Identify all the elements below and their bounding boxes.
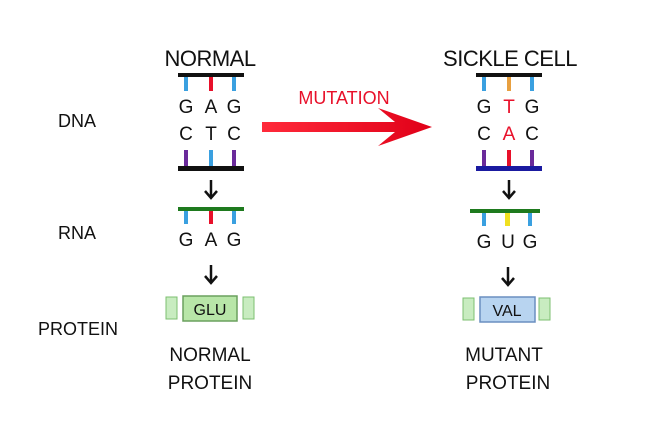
normal-dna-tick-c2 [232,150,236,166]
sickle-dna-bottom-3: C [525,124,539,145]
sickle-dna-top-2: T [503,97,515,118]
normal-dna-bottom-1: C [179,124,193,145]
sickle-dna-bottom-1: C [477,124,491,145]
sickle-dna-tick-a [507,150,511,166]
normal-protein-right-flank [242,296,255,320]
normal-dna: G A G C T C [178,73,244,171]
sickle-dna-top-3: G [525,97,540,118]
dna-label: DNA [58,111,96,131]
sickle-rna-3: G [523,232,538,253]
normal-rna-tick-a [209,211,213,224]
glu-box [182,295,238,322]
normal-dna-tick-t [209,150,213,166]
normal-dna-tick-a [209,77,213,91]
sickle-rna-tick-g [482,213,486,226]
normal-dna-top-2: A [205,97,218,118]
sickle-dna-top-1: G [477,97,492,118]
normal-rna-2: A [205,230,218,251]
val-box [479,296,536,323]
sickle-title: SICKLE CELL [443,46,577,71]
normal-dna-tick-g [184,77,188,91]
normal-dna-top-3: G [227,97,242,118]
sickle-protein-right-flank [538,297,551,321]
mutation-label: MUTATION [298,88,389,108]
sickle-protein-left-flank [462,297,475,321]
sickle-caption-2: PROTEIN [466,373,550,394]
sickle-dna-tick-g2 [530,77,534,91]
sickle-caption-1: MUTANT [465,345,543,366]
normal-rna-tick-g2 [232,211,236,224]
normal-down-arrow-2 [204,265,218,285]
sickle-rna-tick-g2 [528,213,532,226]
glu-label: GLU [194,302,227,319]
val-label: VAL [492,303,521,320]
normal-dna-top-1: G [179,97,194,118]
normal-dna-top-backbone [178,73,244,77]
sickle-dna-bottom-2: A [503,124,516,145]
normal-rna-backbone [178,207,244,211]
sickle-dna: G T G C A C [476,73,542,171]
normal-dna-bottom-backbone [178,166,244,171]
protein-label: PROTEIN [38,319,118,339]
normal-rna: G A G [178,207,244,251]
sickle-dna-tick-c [482,150,486,166]
normal-down-arrow-1 [204,180,218,200]
sickle-rna-1: G [477,232,492,253]
rna-label: RNA [58,223,96,243]
normal-protein: GLU [165,295,255,322]
normal-dna-tick-g2 [232,77,236,91]
sickle-dna-tick-t [507,77,511,91]
sickle-dna-tick-g [482,77,486,91]
sickle-rna-2: U [501,232,515,253]
normal-rna-3: G [227,230,242,251]
normal-rna-1: G [179,230,194,251]
sickle-rna-tick-u [505,213,510,226]
normal-title: NORMAL [164,46,255,71]
sickle-down-arrow-2 [501,267,515,287]
sickle-dna-tick-c2 [530,150,534,166]
normal-dna-bottom-2: T [205,124,217,145]
normal-caption-1: NORMAL [169,345,250,366]
normal-caption-2: PROTEIN [168,373,252,394]
normal-protein-left-flank [165,296,178,320]
normal-rna-tick-g [184,211,188,224]
mutation-arrow [262,108,432,146]
normal-dna-tick-c [184,150,188,166]
sickle-dna-bottom-backbone [476,166,542,171]
sickle-down-arrow-1 [502,180,516,200]
sickle-protein: VAL [462,296,551,323]
sickle-dna-top-backbone [476,73,542,77]
normal-dna-bottom-3: C [227,124,241,145]
sickle-rna-backbone [470,209,540,213]
sickle-rna: G U G [470,209,540,253]
